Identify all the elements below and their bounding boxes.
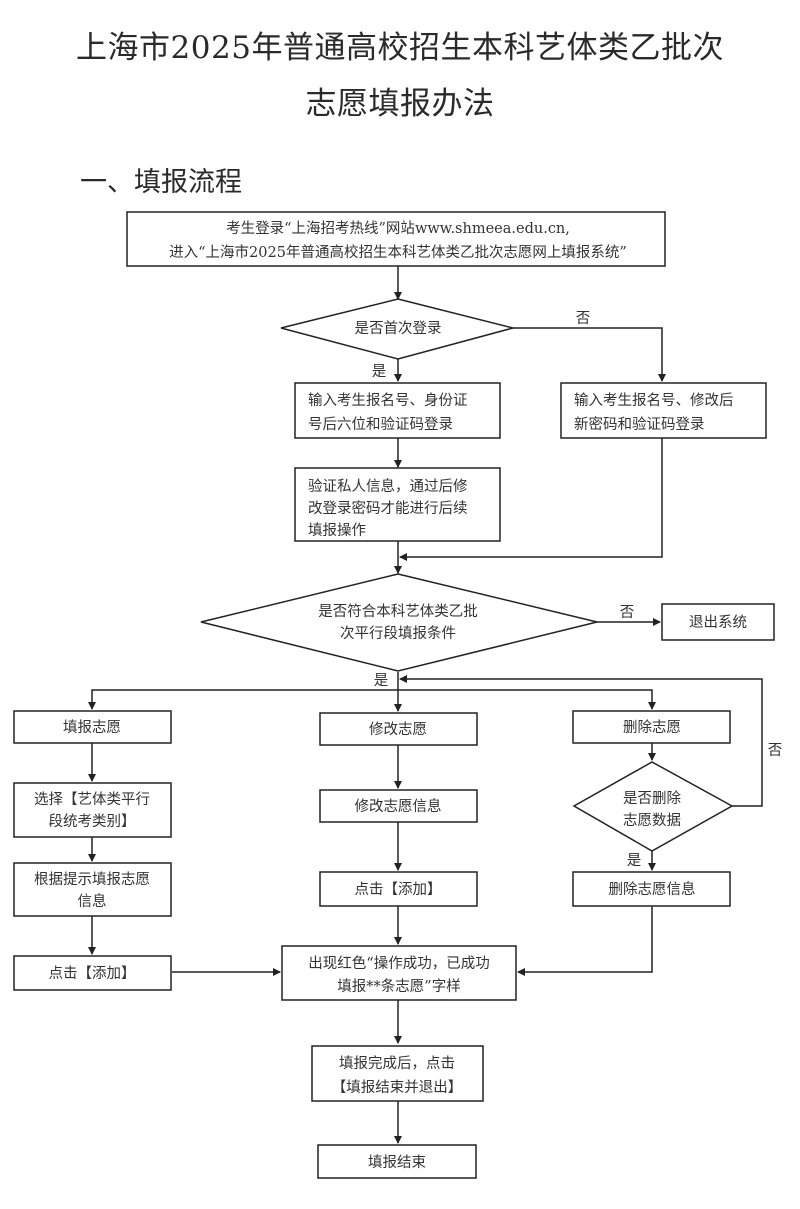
edge-branch-to-delete xyxy=(398,689,656,710)
start-line2-text: 进入“上海市2025年普通高校招生本科艺体类乙批次志愿网上填报系统” xyxy=(169,244,627,261)
fill-step2-line2: 信息 xyxy=(78,893,107,910)
eligible-yes-label: 是 xyxy=(374,673,389,689)
success-line2: 填报**条志愿”字样 xyxy=(337,978,460,995)
decision-eligible-line1: 是否符合本科艺体类乙批 xyxy=(318,603,478,620)
svg-text:考生登录“上海招考热线”网站www.shmeea.edu.c: 考生登录“上海招考热线”网站www.shmeea.edu.cn, xyxy=(226,220,570,237)
repeat-login-line2: 新密码和验证码登录 xyxy=(574,416,705,433)
modify-step2-box: 点击【添加】 xyxy=(319,871,478,907)
fill-step2-line1: 根据提示填报志愿 xyxy=(34,871,150,888)
fill-step3-box: 点击【添加】 xyxy=(13,955,172,991)
delete-yes-label: 是 xyxy=(627,853,642,869)
delete-no-label: 否 xyxy=(768,743,783,759)
finish-box: 填报完成后，点击 【填报结束并退出】 xyxy=(311,1045,484,1102)
success-line1: 出现红色“操作成功，已成功 xyxy=(308,955,489,972)
decision-first-login-label: 是否首次登录 xyxy=(355,320,442,337)
delete-step1-label: 删除志愿信息 xyxy=(609,881,696,898)
delete-header-label: 删除志愿 xyxy=(623,719,681,736)
modify-header-label: 修改志愿 xyxy=(369,721,427,738)
decision-first-login: 是否首次登录 xyxy=(280,298,516,360)
fill-header-label: 填报志愿 xyxy=(63,719,121,736)
edge-repeat-login-to-merge xyxy=(399,438,663,561)
modify-step1-label: 修改志愿信息 xyxy=(355,798,442,815)
eligible-no-label: 否 xyxy=(620,605,635,621)
end-box: 填报结束 xyxy=(317,1144,477,1179)
verify-line3: 填报操作 xyxy=(308,522,366,539)
start-box: 考生登录“上海招考热线”网站www.shmeea.edu.cn, 进入“上海市2… xyxy=(126,211,666,267)
edge-delete-to-success xyxy=(517,906,653,976)
edge-first-login-no xyxy=(513,327,666,382)
decision-eligible-line2: 次平行段填报条件 xyxy=(340,625,456,642)
exit-label: 退出系统 xyxy=(689,614,747,631)
edge-delete-no-loop xyxy=(399,675,763,807)
document-title-line1: 上海市2025年普通高校招生本科艺体类乙批次 xyxy=(76,30,724,66)
document-title-line2: 志愿填报办法 xyxy=(305,86,495,122)
verify-line2: 改登录密码才能进行后续 xyxy=(308,500,468,517)
fill-step1-box: 选择【艺体类平行 段统考类别】 xyxy=(13,782,172,838)
decision-delete: 是否删除 志愿数据 xyxy=(572,761,734,852)
first-login-no-label: 否 xyxy=(576,311,591,327)
fill-step1-line2: 段统考类别】 xyxy=(49,813,136,830)
end-label: 填报结束 xyxy=(368,1154,426,1171)
decision-delete-line1: 是否删除 xyxy=(623,790,681,807)
modify-step1-box: 修改志愿信息 xyxy=(319,789,478,823)
finish-line1: 填报完成后，点击 xyxy=(339,1055,455,1072)
fill-header-box: 填报志愿 xyxy=(13,710,172,744)
exit-box: 退出系统 xyxy=(661,603,775,641)
repeat-login-box: 输入考生报名号、修改后 新密码和验证码登录 xyxy=(560,382,767,439)
start-line1-text: 考生登录“上海招考热线”网站 xyxy=(226,220,415,237)
fill-step1-line1: 选择【艺体类平行 xyxy=(34,791,150,808)
finish-line2: 【填报结束并退出】 xyxy=(332,1079,463,1096)
verify-box: 验证私人信息，通过后修 改登录密码才能进行后续 填报操作 xyxy=(294,467,501,542)
decision-delete-line2: 志愿数据 xyxy=(623,812,681,829)
first-login-yes-label: 是 xyxy=(372,364,387,380)
modify-step2-label: 点击【添加】 xyxy=(355,881,442,898)
modify-header-box: 修改志愿 xyxy=(319,712,478,746)
delete-header-box: 删除志愿 xyxy=(572,710,731,744)
section-heading: 一、填报流程 xyxy=(80,167,242,198)
fill-step3-label: 点击【添加】 xyxy=(49,965,136,982)
verify-line1: 验证私人信息，通过后修 xyxy=(308,478,468,495)
delete-step1-box: 删除志愿信息 xyxy=(572,871,731,907)
website-link[interactable]: www.shmeea.edu.cn, xyxy=(415,221,570,237)
edges xyxy=(88,266,763,1144)
repeat-login-line1: 输入考生报名号、修改后 xyxy=(574,392,734,409)
first-login-line1: 输入考生报名号、身份证 xyxy=(308,392,468,409)
fill-step2-box: 根据提示填报志愿 信息 xyxy=(13,862,172,917)
first-login-box: 输入考生报名号、身份证 号后六位和验证码登录 xyxy=(294,382,501,439)
decision-eligible: 是否符合本科艺体类乙批 次平行段填报条件 xyxy=(200,573,598,672)
first-login-line2: 号后六位和验证码登录 xyxy=(308,416,453,433)
success-box: 出现红色“操作成功，已成功 填报**条志愿”字样 xyxy=(281,945,517,1001)
edge-branch-to-fill xyxy=(88,689,398,710)
